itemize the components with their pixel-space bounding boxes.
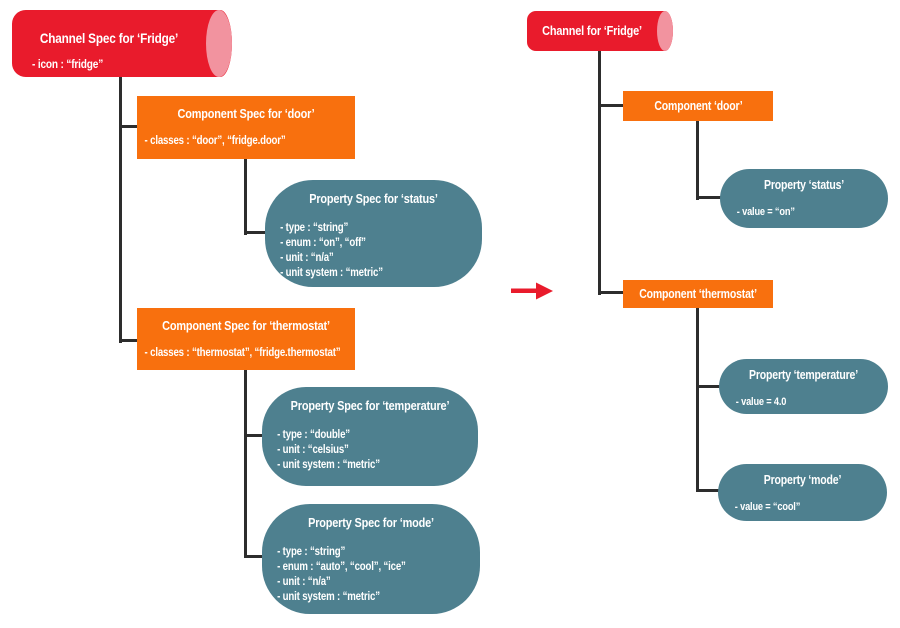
node-attributes: - value = 4.0 xyxy=(719,395,861,410)
attribute-line: - value = “on” xyxy=(736,206,795,218)
cylinder-cap-icon xyxy=(206,10,232,77)
cylinder-body xyxy=(527,11,673,51)
transform-arrow-icon xyxy=(510,281,554,306)
node-property-mode: Property ‘mode’ - value = “cool” xyxy=(718,464,887,521)
attribute-line: - type : “string” xyxy=(280,222,349,234)
connector-line xyxy=(244,231,266,234)
attribute-line: - enum : “on”, “off” xyxy=(280,237,366,249)
node-title: Component ‘thermostat’ xyxy=(639,287,757,301)
node-title: Component ‘door’ xyxy=(653,99,743,113)
attribute-line: - unit system : “metric” xyxy=(277,459,380,471)
node-attributes: - icon : “fridge” xyxy=(32,57,103,72)
node-title: Channel for ‘Fridge’ xyxy=(542,23,642,38)
attribute-line: - unit : “celsius” xyxy=(277,444,349,456)
attribute-line: - type : “string” xyxy=(277,546,346,558)
node-attributes: - value = “cool” xyxy=(718,500,860,515)
connector-line xyxy=(119,125,137,128)
attribute-line: - classes : “door”, “fridge.door” xyxy=(144,135,286,147)
node-title: Channel Spec for ‘Fridge’ xyxy=(39,30,179,46)
node-component-door: Component ‘door’ xyxy=(623,91,773,121)
connector-line xyxy=(598,291,623,294)
node-attributes: - type : “string” - enum : “auto”, “cool… xyxy=(262,545,445,605)
node-title: Property ‘mode’ xyxy=(763,473,842,487)
attribute-line: - unit : “n/a” xyxy=(277,576,331,588)
node-property-temperature: Property ‘temperature’ - value = 4.0 xyxy=(719,359,888,414)
connector-line xyxy=(598,104,623,107)
connector-line xyxy=(244,159,247,235)
attribute-line: - unit : “n/a” xyxy=(280,252,334,264)
node-title: Component Spec for ‘thermostat’ xyxy=(162,318,330,333)
node-title: Property ‘temperature’ xyxy=(749,368,858,382)
node-attributes: - type : “string” - enum : “on”, “off” -… xyxy=(265,221,447,281)
connector-line xyxy=(696,196,721,199)
node-attributes: - classes : “thermostat”, “fridge.thermo… xyxy=(137,346,341,361)
node-title: Property ‘status’ xyxy=(763,178,845,192)
node-property-status: Property ‘status’ - value = “on” xyxy=(720,169,888,228)
attribute-line: - unit system : “metric” xyxy=(277,591,380,603)
attribute-line: - value = “cool” xyxy=(734,501,801,513)
connector-line xyxy=(696,307,699,492)
node-channel: Channel for ‘Fridge’ xyxy=(527,11,673,51)
node-component-thermostat: Component ‘thermostat’ xyxy=(623,280,773,308)
connector-line xyxy=(244,555,263,558)
node-title: Property Spec for ‘temperature’ xyxy=(290,398,450,413)
connector-line xyxy=(119,77,122,343)
connector-line xyxy=(244,434,263,437)
node-title: Property Spec for ‘status’ xyxy=(309,191,438,206)
attribute-line: - unit system : “metric” xyxy=(280,267,383,279)
cylinder-body xyxy=(12,10,232,77)
node-attributes: - value = “on” xyxy=(720,205,861,220)
node-property-spec-mode: Property Spec for ‘mode’ - type : “strin… xyxy=(262,504,480,614)
node-title: Property Spec for ‘mode’ xyxy=(308,515,434,530)
connector-line xyxy=(696,385,720,388)
attribute-line: - classes : “thermostat”, “fridge.thermo… xyxy=(144,347,341,359)
node-title: Component Spec for ‘door’ xyxy=(177,106,315,121)
node-component-spec-door: Component Spec for ‘door’ - classes : “d… xyxy=(137,96,355,159)
node-channel-spec: Channel Spec for ‘Fridge’ - icon : “frid… xyxy=(12,10,232,77)
node-attributes: - type : “double” - unit : “celsius” - u… xyxy=(262,428,443,473)
node-property-spec-status: Property Spec for ‘status’ - type : “str… xyxy=(265,180,482,287)
attribute-line: - type : “double” xyxy=(277,429,350,441)
connector-line xyxy=(696,489,719,492)
node-property-spec-temperature: Property Spec for ‘temperature’ - type :… xyxy=(262,387,478,486)
connector-line xyxy=(598,51,601,295)
attribute-line: - value = 4.0 xyxy=(735,396,787,408)
attribute-line: - enum : “auto”, “cool”, “ice” xyxy=(277,561,406,573)
attribute-line: - icon : “fridge” xyxy=(32,57,104,71)
node-attributes: - classes : “door”, “fridge.door” xyxy=(137,134,320,149)
node-component-spec-thermostat: Component Spec for ‘thermostat’ - classe… xyxy=(137,308,355,370)
connector-line xyxy=(119,339,137,342)
cylinder-cap-icon xyxy=(657,11,673,51)
connector-line xyxy=(696,121,699,200)
connector-line xyxy=(244,370,247,558)
